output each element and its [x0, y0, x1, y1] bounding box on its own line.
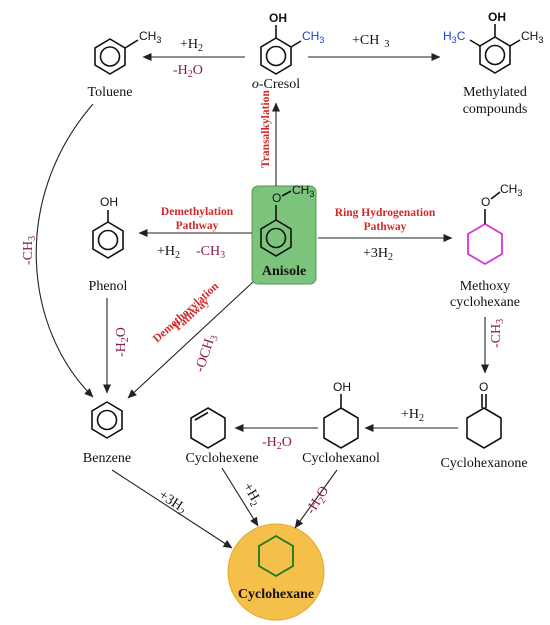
- label-methylated-line1: Methylated: [463, 85, 527, 100]
- pathway-demethylation-line1: Demethylation: [161, 206, 234, 218]
- condition-h2-cyclohexene-cyclohexane: +H2: [238, 481, 264, 509]
- arrow-benzene-to-cyclohexane: [111, 469, 233, 549]
- anisole-highlight-box: [251, 185, 317, 285]
- svg-text:OH: OH: [269, 11, 287, 25]
- svg-text:CH3: CH3: [139, 29, 161, 45]
- condition-ch3-cyclohexanone: -CH3: [489, 319, 506, 348]
- svg-text:OH: OH: [100, 195, 118, 209]
- methylated-compounds-structure: OH H3C CH3: [443, 10, 543, 74]
- toluene-structure: CH3: [94, 29, 161, 75]
- cyclohexene-structure: [190, 407, 226, 449]
- arrow-cyclohexanol-to-cyclohexane: [294, 469, 338, 529]
- arrow-toluene-to-benzene: [35, 103, 94, 398]
- condition-h2o-cyclohexene: -H2O: [262, 435, 292, 452]
- condition-ch3-phenol: -CH3: [196, 244, 225, 261]
- label-methoxy-line1: Methoxy: [460, 279, 511, 294]
- label-cyclohexanol: Cyclohexanol: [302, 451, 380, 466]
- condition-h2-cyclohexanol: +H2: [401, 407, 424, 424]
- condition-ch3-methylated: +CH23: [352, 33, 389, 50]
- cyclohexanol-structure: OH: [323, 380, 359, 449]
- condition-h2o-toluene: -H2O: [173, 63, 203, 80]
- o-cresol-structure: OH CH3: [260, 11, 324, 75]
- condition-3h2-benzene-cyclohexane: +3H2: [155, 488, 189, 519]
- condition-ch3-toluene-benzene: -CH3: [21, 236, 38, 265]
- svg-text:CH3: CH3: [521, 29, 543, 45]
- pathway-demethylation-line2: Pathway: [176, 220, 219, 232]
- label-phenol: Phenol: [89, 279, 128, 294]
- arrow-cyclohexene-to-cyclohexane: [221, 467, 259, 527]
- condition-h2o-phenol-benzene: -H2O: [114, 327, 131, 357]
- label-cyclohexane: Cyclohexane: [238, 587, 314, 602]
- arrow-anisole-to-benzene: [127, 281, 254, 399]
- svg-text:O: O: [272, 191, 281, 205]
- svg-text:CH3: CH3: [302, 29, 324, 45]
- pathway-transalkylation: Transalkylation: [260, 90, 272, 168]
- condition-3h2-methoxy: +3H2: [363, 246, 393, 263]
- svg-text:H3C: H3C: [443, 29, 466, 45]
- phenol-structure: OH: [92, 195, 124, 259]
- label-methylated-line2: compounds: [463, 102, 528, 117]
- pathway-ring-hydrogenation-line2: Pathway: [364, 221, 407, 233]
- label-benzene: Benzene: [83, 451, 131, 466]
- label-cyclohexanone: Cyclohexanone: [440, 456, 527, 471]
- condition-och3-benzene: -OCH3: [193, 332, 221, 375]
- svg-text:OH: OH: [333, 380, 351, 394]
- label-o-cresol: o-Cresol: [252, 77, 300, 92]
- pathway-ring-hydrogenation-line1: Ring Hydrogenation: [335, 207, 436, 219]
- cyclohexane-highlight-circle: [227, 523, 325, 621]
- svg-text:OH: OH: [488, 10, 506, 24]
- svg-text:O: O: [481, 195, 490, 209]
- label-cyclohexene: Cyclohexene: [185, 451, 258, 466]
- condition-h2-phenol: +H2: [157, 244, 180, 261]
- label-anisole: Anisole: [262, 264, 306, 279]
- cyclohexanone-structure: O: [466, 380, 502, 449]
- label-methoxy-line2: cyclohexane: [450, 295, 520, 310]
- anisole-structure: O CH3: [260, 183, 314, 257]
- condition-h2o-cyclohexanol-cyclohexane: -H2O: [304, 484, 334, 518]
- benzene-structure: [91, 401, 123, 439]
- condition-h2-toluene: +H2: [180, 37, 203, 54]
- svg-text:CH3: CH3: [500, 182, 522, 198]
- cyclohexane-structure: [258, 534, 294, 578]
- svg-text:O: O: [479, 380, 488, 394]
- svg-text:CH3: CH3: [292, 183, 314, 199]
- label-toluene: Toluene: [88, 85, 133, 100]
- methoxy-cyclohexane-structure: O CH3: [467, 182, 522, 266]
